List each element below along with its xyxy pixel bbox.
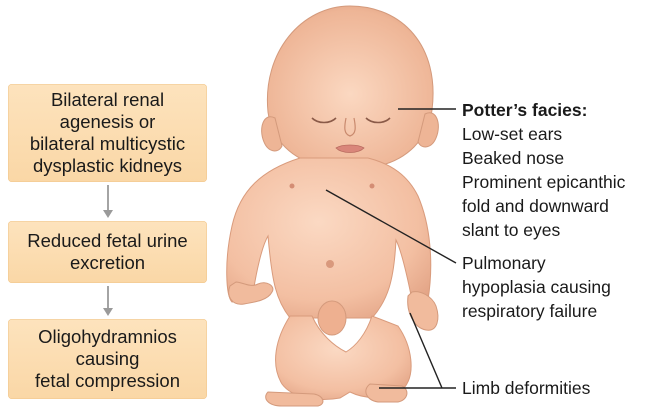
right-hand	[408, 292, 438, 331]
left-hand	[229, 282, 273, 304]
fetus-illustration	[227, 6, 439, 406]
flow-box-reduced-urine: Reduced fetal urine excretion	[8, 221, 207, 283]
navel	[326, 260, 334, 268]
head	[267, 6, 433, 166]
right-nipple	[370, 184, 375, 189]
flow-box-renal-agenesis-text: Bilateral renal agenesis or bilateral mu…	[30, 89, 185, 177]
flow-box-reduced-urine-text: Reduced fetal urine excretion	[27, 230, 187, 274]
flow-box-oligohydramnios: Oligohydramnios causing fetal compressio…	[8, 319, 207, 399]
genitalia	[318, 301, 346, 335]
limb-deformities-label: Limb deformities	[462, 376, 590, 400]
flow-box-renal-agenesis: Bilateral renal agenesis or bilateral mu…	[8, 84, 207, 182]
potters-facies-title: Potter’s facies:	[462, 98, 587, 122]
pulmonary-hypoplasia-label: Pulmonary hypoplasia causing respiratory…	[462, 251, 611, 323]
flow-arrow-2	[103, 286, 113, 316]
flow-arrow-1	[103, 185, 113, 218]
flow-box-oligohydramnios-text: Oligohydramnios causing fetal compressio…	[35, 326, 180, 392]
potters-facies-list: Low-set ears Beaked nose Prominent epica…	[462, 122, 625, 242]
right-foot	[366, 384, 407, 402]
left-foot	[266, 392, 323, 406]
left-nipple	[290, 184, 295, 189]
